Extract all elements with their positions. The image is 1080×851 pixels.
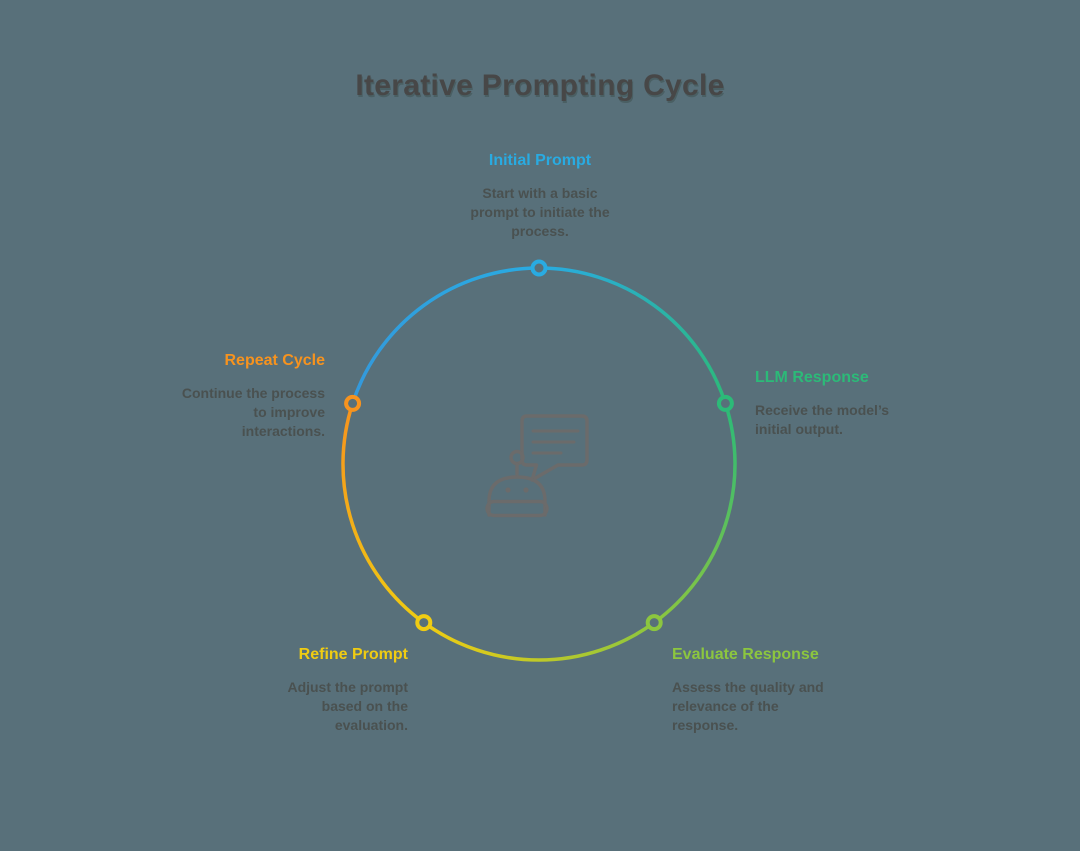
step-repeat-cycle: Repeat Cycle Continue the process to imp… (135, 351, 325, 441)
node-evaluate-response (645, 614, 663, 632)
arc-evaluate-to-refine (422, 621, 656, 662)
step-label: Refine Prompt (298, 646, 408, 663)
robot-eye-right (523, 487, 529, 493)
arc-llm-to-evaluate (653, 402, 737, 625)
step-description: Start with a basic prompt to initiate th… (470, 185, 610, 239)
step-label: LLM Response (755, 369, 869, 386)
step-description: Adjust the prompt based on the evaluatio… (287, 679, 408, 733)
node-repeat-cycle (344, 394, 362, 412)
node-llm-response (716, 394, 734, 412)
step-label: Evaluate Response (672, 646, 819, 663)
chatbot-icon (485, 414, 589, 518)
arc-initial-to-llm (538, 266, 728, 404)
step-evaluate-response: Evaluate Response Assess the quality and… (672, 645, 862, 735)
cycle-circle (341, 266, 737, 662)
step-refine-prompt: Refine Prompt Adjust the prompt based on… (218, 645, 408, 735)
step-initial-prompt: Initial Prompt Start with a basic prompt… (440, 151, 640, 241)
page-title: Iterative Prompting Cycle (355, 69, 725, 102)
arc-refine-to-repeat (341, 402, 425, 625)
robot-head (487, 475, 547, 517)
node-initial-prompt (530, 259, 548, 277)
step-description: Continue the process to improve interact… (181, 385, 325, 439)
step-label: Repeat Cycle (224, 352, 326, 369)
cycle-nodes (344, 259, 734, 632)
step-label: Initial Prompt (488, 152, 592, 169)
arc-repeat-to-initial (350, 266, 540, 404)
robot-eye-left (505, 487, 511, 493)
speech-bubble (520, 414, 589, 482)
step-description: Receive the model’s initial output. (755, 402, 890, 437)
step-description: Assess the quality and relevance of the … (672, 679, 824, 733)
node-refine-prompt (415, 614, 433, 632)
step-llm-response: LLM Response Receive the model’s initial… (755, 368, 945, 439)
robot-mouth-band (485, 499, 549, 518)
